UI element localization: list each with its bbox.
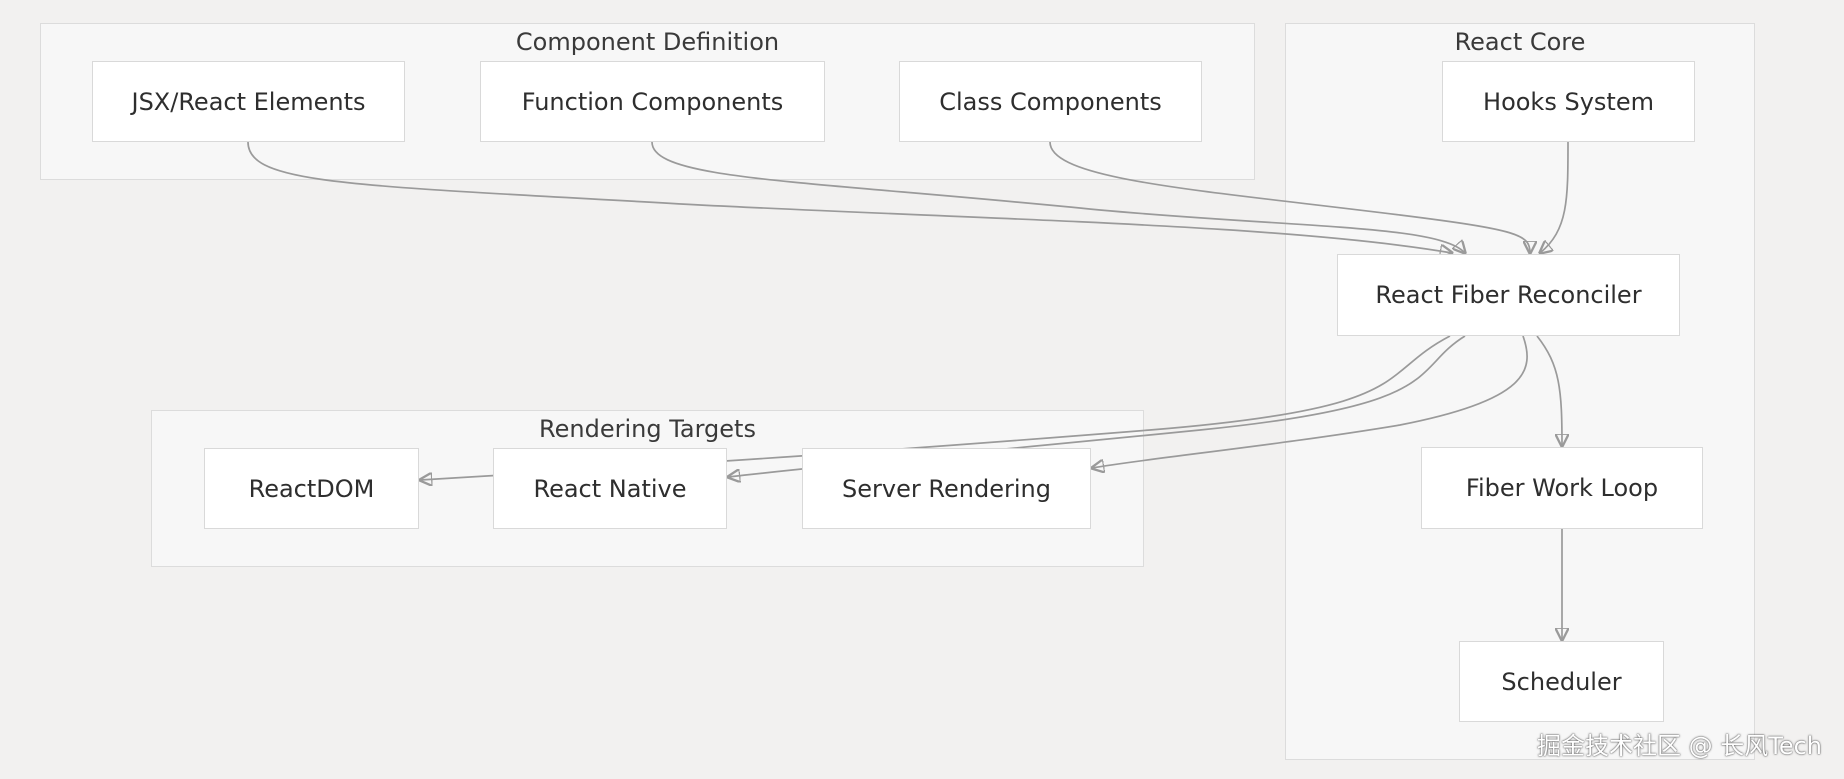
node-class-components[interactable]: Class Components <box>899 61 1202 142</box>
watermark-text: 掘金技术社区 @ 长风Tech <box>1536 732 1822 760</box>
node-scheduler[interactable]: Scheduler <box>1459 641 1664 722</box>
node-server-rendering[interactable]: Server Rendering <box>802 448 1091 529</box>
node-react-native[interactable]: React Native <box>493 448 727 529</box>
edge-class-to-reconciler <box>1049 141 1530 253</box>
node-jsx-react-elements[interactable]: JSX/React Elements <box>92 61 405 142</box>
node-hooks-system[interactable]: Hooks System <box>1442 61 1695 142</box>
group-react-core: React Core <box>1285 23 1755 760</box>
group-label-component-definition: Component Definition <box>515 28 780 56</box>
group-label-react-core: React Core <box>1454 28 1586 56</box>
edge-reconciler-to-work-loop <box>1536 335 1562 446</box>
edge-function-to-reconciler <box>651 141 1465 253</box>
edge-reconciler-to-server-rendering <box>1092 335 1528 468</box>
edge-hooks-to-reconciler <box>1540 141 1569 253</box>
node-react-dom[interactable]: ReactDOM <box>204 448 419 529</box>
node-function-components[interactable]: Function Components <box>480 61 825 142</box>
group-label-rendering-targets: Rendering Targets <box>539 415 756 443</box>
node-fiber-work-loop[interactable]: Fiber Work Loop <box>1421 447 1703 529</box>
edge-jsx-to-reconciler <box>247 141 1452 253</box>
node-react-fiber-reconciler[interactable]: React Fiber Reconciler <box>1337 254 1680 336</box>
